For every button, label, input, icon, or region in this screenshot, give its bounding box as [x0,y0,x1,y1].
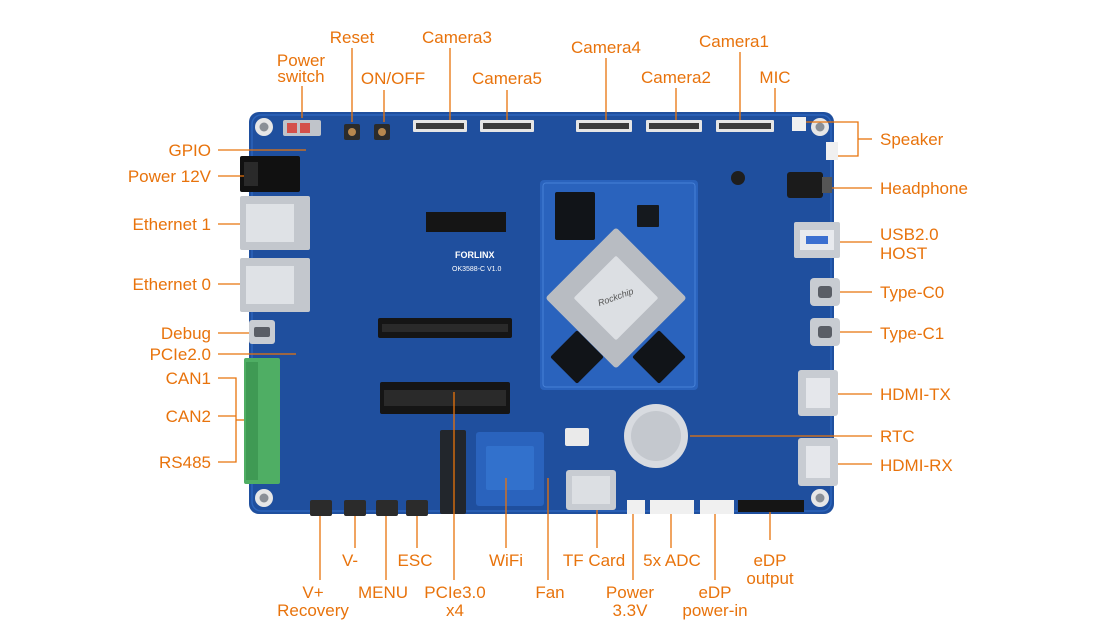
label-edp-power-2: power-in [682,601,747,620]
speaker-connector [792,117,806,131]
leader-lines [218,48,872,580]
label-pcie3-1: PCIe3.0 [424,583,485,602]
label-usb-host-1: USB2.0 [880,225,939,244]
label-on-off: ON/OFF [361,69,425,88]
memory-chip [632,330,686,384]
model-silkscreen: OK3588-C V1.0 [452,266,502,273]
label-edp-output-1: eDP [753,551,786,570]
label-vplus-1: V+ [302,583,323,602]
mounting-hole [811,118,829,136]
label-power-switch-2: switch [277,67,324,86]
mounting-hole [255,118,273,136]
headphone-jack [787,172,823,198]
label-rtc: RTC [880,427,915,446]
speaker-connector [826,142,838,160]
vminus-button-body [344,500,366,516]
label-vplus-2: Recovery [277,601,349,620]
memory-chip [555,192,595,240]
label-gpio: GPIO [168,141,211,160]
label-rs485: RS485 [159,453,211,472]
label-fan: Fan [535,583,564,602]
menu-button-body [376,500,398,516]
esc-button-body [406,500,428,516]
label-camera5: Camera5 [472,69,542,88]
terminal-block [244,358,280,484]
soc-chip: Rockchip [546,228,686,368]
label-usb-host-2: HOST [880,244,927,263]
mounting-hole [811,489,829,507]
label-edp-output-2: output [746,569,794,588]
memory-chip [550,330,604,384]
label-ethernet0: Ethernet 0 [133,275,211,294]
adc-connector [650,500,694,514]
label-mic: MIC [759,68,790,87]
label-can2: CAN2 [166,407,211,426]
label-pcie3-2: x4 [446,601,464,620]
rtc-battery [624,404,688,468]
label-power33-2: 3.3V [613,601,649,620]
gpio-header-on-board [426,212,506,232]
label-tf-card: TF Card [563,551,625,570]
mic-component [731,171,745,185]
label-hdmi-tx: HDMI-TX [880,385,951,404]
label-wifi: WiFi [489,551,523,570]
callout-labels: Reset Power switch ON/OFF Camera3 Camera… [128,28,968,620]
label-edp-power-1: eDP [698,583,731,602]
wifi-module [476,432,544,506]
label-power33-1: Power [606,583,655,602]
pmic-chip [637,205,659,227]
fan-connector [565,428,589,446]
label-vminus: V- [342,551,358,570]
label-headphone: Headphone [880,179,968,198]
label-hdmi-rx: HDMI-RX [880,456,953,475]
power33-connector [627,500,645,514]
label-pcie2: PCIe2.0 [150,345,211,364]
label-camera3: Camera3 [422,28,492,47]
label-camera4: Camera4 [571,38,641,57]
label-power-switch-1: Power [277,51,326,70]
label-debug: Debug [161,324,211,343]
label-reset: Reset [330,28,375,47]
label-power-12v: Power 12V [128,167,212,186]
edp-output-header [738,500,804,512]
label-menu: MENU [358,583,408,602]
label-type-c0: Type-C0 [880,283,944,302]
m2-slot [440,430,466,514]
label-camera2: Camera2 [641,68,711,87]
label-adc: 5x ADC [643,551,701,570]
label-esc: ESC [398,551,433,570]
brand-silkscreen: FORLINX [455,250,495,260]
pcb-board: Rockchip FORLINX OK3588-C V1.0 [240,112,840,516]
label-can1: CAN1 [166,369,211,388]
label-ethernet1: Ethernet 1 [133,215,211,234]
vplus-button-body [310,500,332,516]
label-type-c1: Type-C1 [880,324,944,343]
edp-power-connector [700,500,734,514]
label-speaker: Speaker [880,130,944,149]
mounting-hole [255,489,273,507]
label-camera1: Camera1 [699,32,769,51]
